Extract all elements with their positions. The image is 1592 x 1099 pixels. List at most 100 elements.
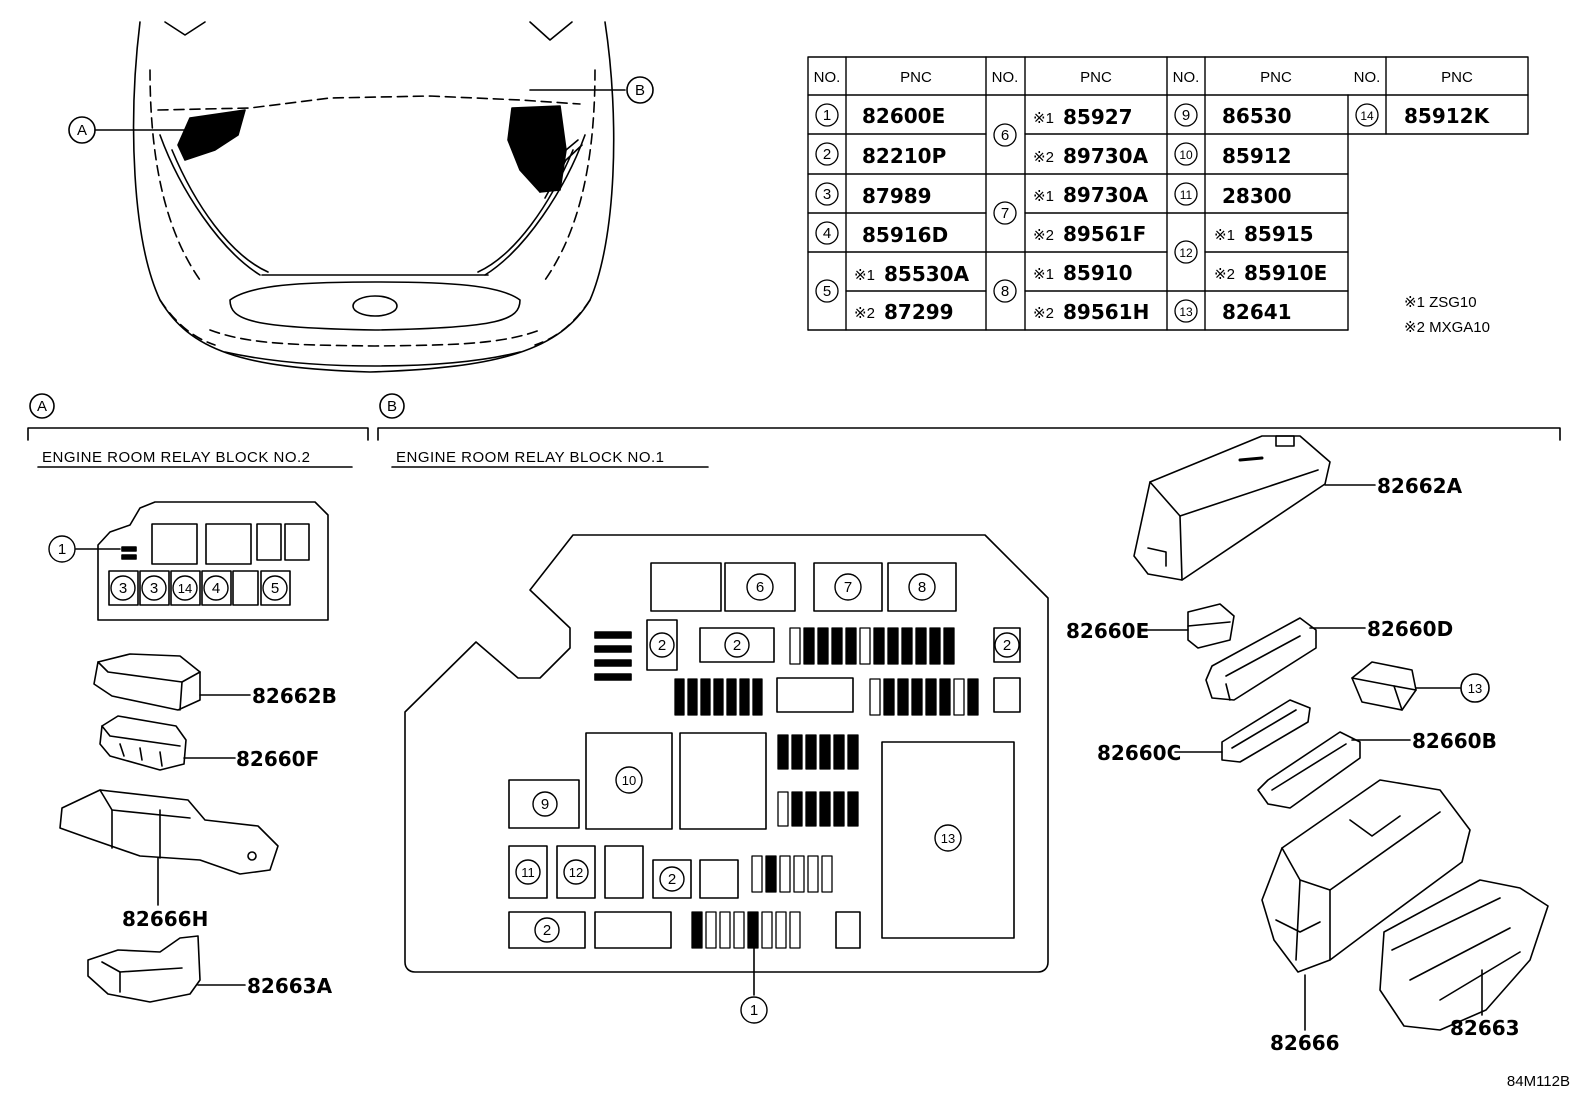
part-label-82660B: 82660B [1412, 729, 1497, 753]
figure-id: 84M112B [1507, 1073, 1570, 1090]
fuse [929, 627, 941, 665]
variant-mark: ※1 [1033, 266, 1054, 283]
callout: 2 [724, 632, 750, 658]
fuse [897, 678, 909, 716]
row-number: 1 [823, 107, 831, 124]
callout: 5 [262, 575, 288, 601]
fuse [833, 734, 845, 770]
fuse [705, 911, 717, 949]
row-number: 6 [1001, 127, 1009, 144]
variant-mark: ※2 [854, 305, 875, 322]
fuse [733, 911, 745, 949]
table-row: 8 ※1 85910 ※2 89561H [993, 261, 1149, 324]
connector-82660C [1174, 699, 1311, 763]
table-header-pnc: PNC [1441, 69, 1473, 86]
variant-mark: ※1 [1033, 188, 1054, 205]
cover-82662A [1133, 435, 1376, 581]
fuse [803, 627, 815, 665]
fuse [765, 855, 777, 893]
relay-13-part [1351, 661, 1490, 711]
callout: 2 [994, 632, 1020, 658]
row-number: 4 [823, 225, 831, 242]
view-letter-b: B [635, 82, 645, 99]
fuse [805, 734, 817, 770]
callout-a-top [68, 116, 96, 144]
pnc-value: 85910 [1063, 261, 1133, 285]
callout: 7 [834, 573, 862, 601]
callout: 11 [515, 859, 541, 885]
fuse [845, 627, 857, 665]
fuse [761, 911, 773, 949]
section-brackets [27, 393, 1561, 468]
table-row: 11 28300 [1174, 182, 1292, 208]
table-header-pnc: PNC [1080, 69, 1112, 86]
fuse [887, 627, 899, 665]
pnc-value: 89730A [1063, 144, 1149, 168]
pnc-value: 85530A [884, 262, 970, 286]
callout: 4 [203, 575, 229, 601]
variant-mark: ※2 [1033, 149, 1054, 166]
variant-mark: ※2 [1033, 305, 1054, 322]
table-row: 6 ※1 85927 ※2 89730A [993, 105, 1149, 168]
part-label-82662B: 82662B [252, 684, 337, 708]
callout: 8 [908, 573, 936, 601]
fuse [691, 911, 703, 949]
part-label-82663: 82663 [1450, 1016, 1520, 1040]
callout: 3 [110, 575, 136, 601]
pnc-table-grid [807, 56, 1529, 331]
table-header-pnc: PNC [1260, 69, 1292, 86]
fuse [821, 855, 833, 893]
pnc-value: 87299 [884, 300, 954, 324]
variant-mark: ※1 [854, 267, 875, 284]
fuse [869, 678, 881, 716]
pnc-value: 82641 [1222, 300, 1292, 324]
fuse-rows [674, 627, 979, 949]
fuse [873, 627, 885, 665]
fuse [791, 734, 803, 770]
fuse [847, 791, 859, 827]
callout: 12 [563, 859, 589, 885]
callout: 1 [48, 535, 76, 563]
vehicle-top-view [94, 21, 626, 373]
table-row: 7 ※1 89730A ※2 89561F [993, 183, 1149, 246]
row-number: 10 [1179, 148, 1193, 162]
relay-13-callout: 13 [1468, 681, 1482, 696]
part-label-82660D: 82660D [1367, 617, 1453, 641]
fuse [967, 678, 979, 716]
pnc-value: 89730A [1063, 183, 1149, 207]
connector-82660E [1144, 603, 1235, 649]
row-number: 3 [823, 186, 831, 203]
table-header-no: NO. [814, 69, 841, 86]
connector-82660B [1257, 731, 1411, 809]
relay-block-no2 [75, 501, 329, 621]
part-label-82666: 82666 [1270, 1031, 1340, 1055]
part-label-82660F: 82660F [236, 747, 319, 771]
part-label-82660E: 82660E [1066, 619, 1149, 643]
pnc-value: 85912 [1222, 144, 1292, 168]
fuse [833, 791, 845, 827]
fuse [752, 678, 763, 716]
callout: 2 [659, 866, 685, 892]
fuse [819, 734, 831, 770]
fuse [859, 627, 871, 665]
callout: 10 [615, 766, 643, 794]
fuse [805, 791, 817, 827]
row-number: 14 [1360, 109, 1374, 123]
fuse [789, 911, 801, 949]
pnc-value: 82600E [862, 104, 945, 128]
table-row: 3 87989 [815, 182, 932, 208]
callout: 1 [740, 996, 768, 1024]
fuse [777, 734, 789, 770]
pnc-value: 28300 [1222, 184, 1292, 208]
housing-82666 [1261, 779, 1471, 1031]
svg-text:2: 2 [733, 637, 741, 654]
bracket-82663A [87, 935, 246, 1003]
svg-text:2: 2 [658, 637, 666, 654]
table-row: 9 86530 [1174, 103, 1292, 128]
fuse [953, 678, 965, 716]
pnc-value: 85912K [1404, 104, 1491, 128]
fuse [789, 627, 801, 665]
fuse [713, 678, 724, 716]
fuse [719, 911, 731, 949]
